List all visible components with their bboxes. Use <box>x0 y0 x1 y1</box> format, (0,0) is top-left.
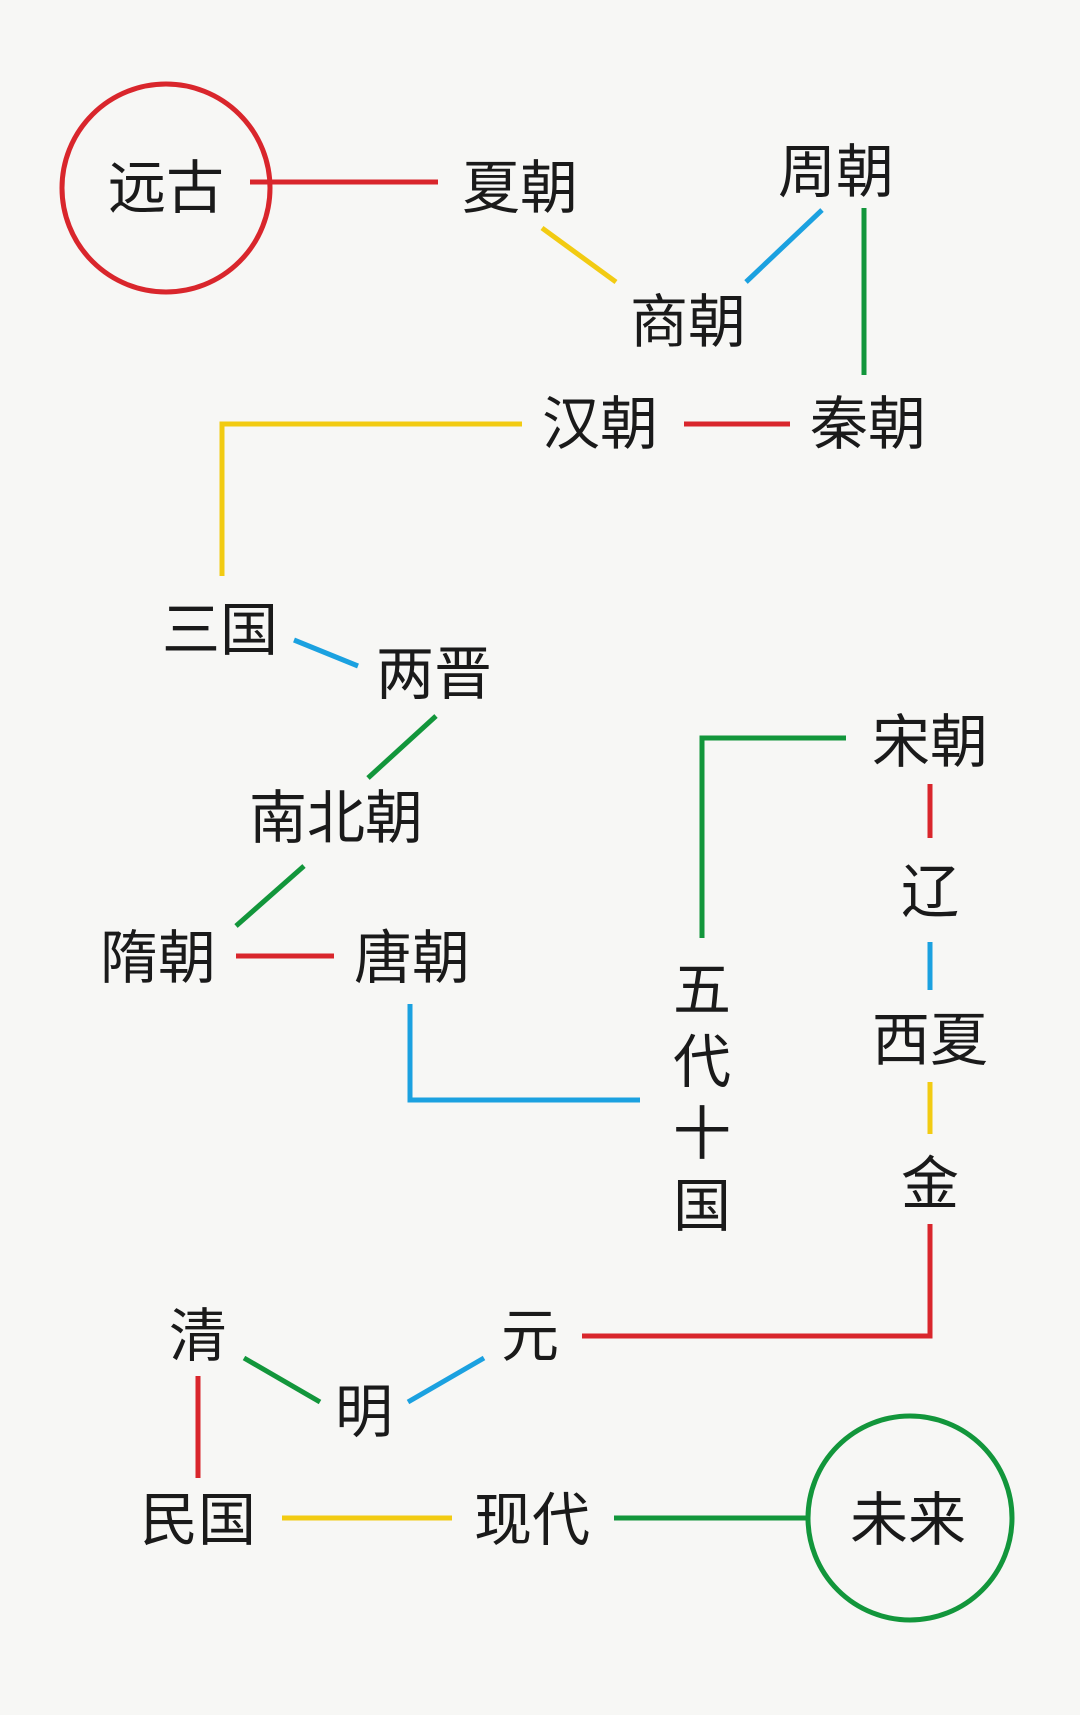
node-jin-dynasty: 金 <box>901 1150 959 1218</box>
connector-xia-shang <box>540 225 618 285</box>
node-minguo: 民国 <box>140 1486 256 1554</box>
connector-tang-five-dynasties <box>407 1004 640 1103</box>
node-song: 宋朝 <box>872 708 988 776</box>
node-ming: 明 <box>335 1378 393 1446</box>
node-sui: 隋朝 <box>100 924 216 992</box>
connector-three-kingdoms-jin <box>293 637 359 669</box>
start-circle <box>59 81 273 295</box>
node-zhou: 周朝 <box>778 138 894 206</box>
connector-ming-qing <box>242 1355 322 1405</box>
connector-yuan-ming <box>406 1355 486 1405</box>
node-modern: 现代 <box>474 1486 590 1554</box>
node-ancient: 远古 <box>108 154 224 222</box>
node-three-kingdoms: 三国 <box>162 596 278 664</box>
node-nanbei: 南北朝 <box>249 784 423 852</box>
node-han: 汉朝 <box>542 390 658 458</box>
node-liao: 辽 <box>901 858 959 926</box>
node-xixia: 西夏 <box>872 1006 988 1074</box>
node-five-dynasties-char: 国 <box>673 1172 731 1240</box>
node-qin: 秦朝 <box>810 390 926 458</box>
node-qing: 清 <box>169 1302 227 1370</box>
node-shang: 商朝 <box>630 288 746 356</box>
node-yuan: 元 <box>501 1302 559 1370</box>
node-xia: 夏朝 <box>462 154 578 222</box>
node-five-dynasties-char: 五 <box>673 956 731 1024</box>
node-future: 未来 <box>850 1486 966 1554</box>
connector-han-three-kingdoms <box>219 421 522 576</box>
node-jin: 两晋 <box>376 640 492 708</box>
end-circle <box>805 1413 1015 1623</box>
connector-jin-nanbei <box>366 714 438 780</box>
node-five-dynasties-char: 十 <box>673 1100 731 1168</box>
connector-shang-zhou <box>744 208 824 284</box>
connector-nanbei-sui <box>234 864 306 928</box>
connector-jin-yuan <box>582 1224 933 1339</box>
node-five-dynasties-char: 代 <box>673 1028 731 1096</box>
connector-five-dynasties-song <box>699 735 846 938</box>
node-five-dynasties: 五 代 十 国 <box>673 956 731 1240</box>
node-tang: 唐朝 <box>354 924 470 992</box>
